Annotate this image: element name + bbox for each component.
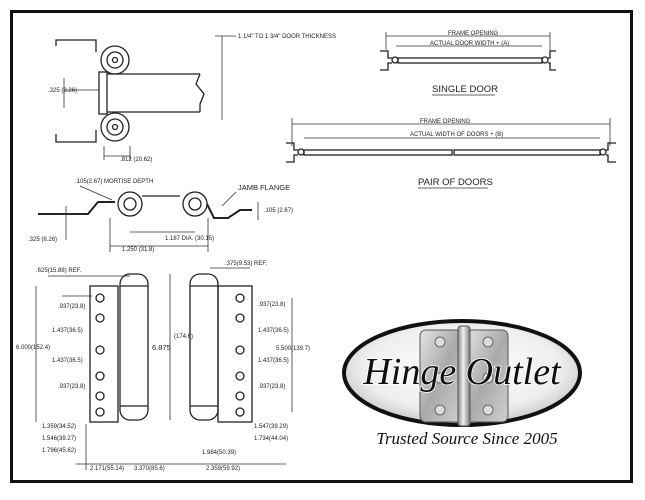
dim-1437-b: 1.437(36.5) bbox=[52, 358, 83, 364]
jamb-flange-label: JAMB FLANGE bbox=[238, 183, 290, 192]
dim-1796: 1.796(45.62) bbox=[42, 448, 76, 454]
single-door-caption: SINGLE DOOR bbox=[432, 84, 498, 95]
brand-badge: Hinge Outlet Trusted Source Since 2005 bbox=[342, 319, 582, 448]
side-profile-hinge: .105(2.67) MORTISE DEPTH JAMB FLANGE .10… bbox=[28, 179, 293, 253]
label-325-side: .325 (8.26) bbox=[28, 237, 57, 243]
ref-375: .375(9.53) REF. bbox=[225, 261, 267, 267]
pair-of-doors-diagram: FRAME OPENING ACTUAL WIDTH OF DOORS + (B… bbox=[286, 118, 616, 189]
r-937-b: .937(23.8) bbox=[258, 384, 285, 390]
brand-name: Hinge Outlet bbox=[362, 351, 562, 393]
label-dia-1187: 1.187 DIA. (30.15) bbox=[165, 236, 214, 242]
r-5500: 5.500(139.7) bbox=[276, 346, 310, 352]
label-105-right: .105 (2.67) bbox=[264, 208, 293, 214]
dim-2171: 2.171(55.14) bbox=[90, 466, 124, 472]
mortise-depth-label: .105(2.67) MORTISE DEPTH bbox=[75, 179, 153, 185]
dim-6875-mm: (174.6) bbox=[174, 334, 193, 340]
front-elevation-hinge: .625(15.88) REF. .375(9.53) REF. 6.000(1… bbox=[16, 261, 310, 472]
pair-frame-opening: FRAME OPENING bbox=[420, 119, 471, 125]
label-1250: 1.250 (31.8) bbox=[122, 247, 154, 253]
dim-937-a: .937(23.8) bbox=[58, 304, 85, 310]
pair-of-doors-caption: PAIR OF DOORS bbox=[418, 177, 493, 188]
label-325-top: .325 (8.26) bbox=[48, 88, 77, 94]
single-frame-opening: FRAME OPENING bbox=[448, 31, 499, 37]
dim-1547: 1.547(39.29) bbox=[254, 424, 288, 430]
dim-1546: 1.546(39.27) bbox=[42, 436, 76, 442]
single-actual-width: ACTUAL DOOR WIDTH + (A) bbox=[430, 41, 509, 47]
top-view-hinge: .325 (8.26) .812 (20.62) 1 1/4" TO 1 3/4… bbox=[48, 34, 336, 163]
hinge-icon bbox=[419, 325, 509, 427]
pair-actual-width: ACTUAL WIDTH OF DOORS + (B) bbox=[410, 132, 503, 138]
dim-6000: 6.000(152.4) bbox=[16, 345, 50, 351]
dim-1984: 1.984(50.39) bbox=[202, 450, 236, 456]
dim-2359: 2.359(59.92) bbox=[206, 466, 240, 472]
ref-625: .625(15.88) REF. bbox=[36, 268, 82, 274]
brand-tagline: Trusted Source Since 2005 bbox=[376, 429, 557, 448]
dim-3370: 3.370(85.6) bbox=[134, 466, 165, 472]
r-1437-b: 1.437(36.5) bbox=[258, 358, 289, 364]
dim-937-b: .937(23.8) bbox=[58, 384, 85, 390]
dim-6875: 6.875 bbox=[152, 343, 171, 352]
label-door-thickness: 1 1/4" TO 1 3/4" DOOR THICKNESS bbox=[238, 34, 336, 40]
label-812: .812 (20.62) bbox=[120, 157, 152, 163]
dim-1359: 1.359(34.52) bbox=[42, 424, 76, 430]
dim-1437-a: 1.437(36.5) bbox=[52, 328, 83, 334]
single-door-diagram: FRAME OPENING ACTUAL DOOR WIDTH + (A) SI… bbox=[380, 31, 556, 96]
r-937-a: .937(23.8) bbox=[258, 302, 285, 308]
r-1437-a: 1.437(36.5) bbox=[258, 328, 289, 334]
dim-1734: 1.734(44.04) bbox=[254, 436, 288, 442]
